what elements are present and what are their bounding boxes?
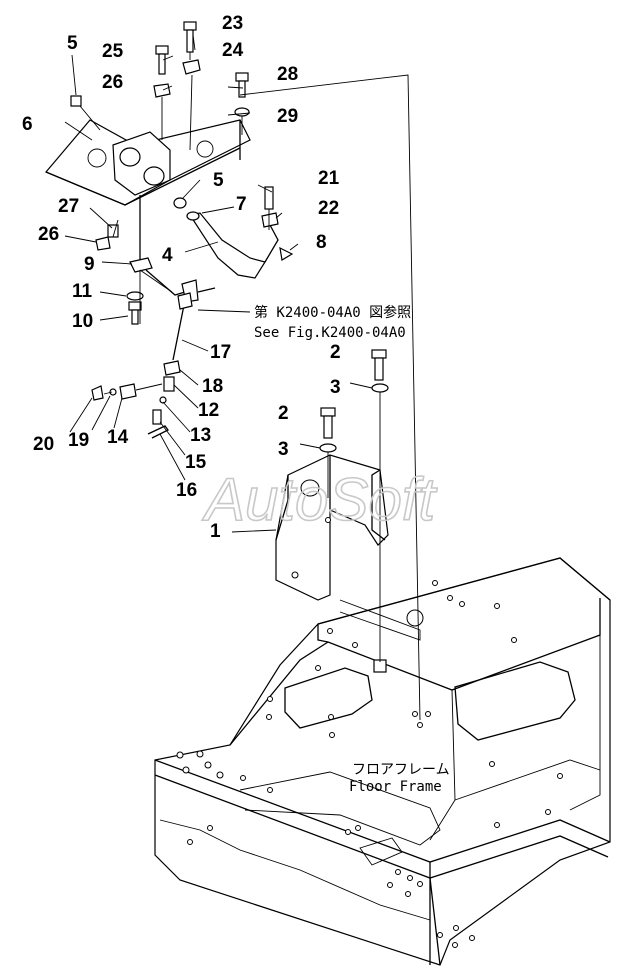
callout-11: 11 [72, 281, 93, 302]
callout-3a: 3 [330, 377, 341, 398]
callout-28: 28 [277, 64, 298, 85]
callout-9: 9 [84, 254, 95, 275]
callout-18: 18 [202, 376, 223, 397]
callout-23: 23 [222, 13, 243, 34]
callout-3b: 3 [278, 439, 289, 460]
callout-19: 19 [68, 430, 89, 451]
callout-24: 24 [222, 40, 244, 61]
callout-29: 29 [277, 106, 298, 127]
callout-7: 7 [236, 194, 247, 215]
callout-2b: 2 [278, 403, 289, 424]
callout-13: 13 [190, 425, 211, 446]
callout-5b: 5 [213, 170, 224, 191]
assembly-lines [79, 52, 421, 721]
frame-label-jp: フロアフレーム [352, 762, 450, 778]
callout-5a: 5 [67, 33, 78, 54]
callout-1: 1 [210, 521, 221, 542]
callout-25: 25 [102, 41, 124, 62]
callout-16: 16 [176, 480, 197, 501]
callout-15: 15 [185, 452, 207, 473]
cover-bracket [275, 454, 389, 601]
callout-4: 4 [162, 245, 173, 266]
reference-note-jp: 第 K2400-04A0 図参照 [254, 304, 411, 321]
callout-14: 14 [107, 427, 129, 448]
callout-27: 27 [58, 196, 79, 217]
callout-8: 8 [316, 232, 327, 253]
reference-note-en: See Fig.K2400-04A0 [254, 325, 406, 341]
callout-10: 10 [72, 311, 93, 332]
leader-lines [64, 34, 373, 533]
callout-26a: 26 [102, 72, 123, 93]
callout-22: 22 [318, 198, 339, 219]
callout-21: 21 [318, 168, 340, 189]
callout-numbers: 23 24 25 5 26 28 29 6 5 21 7 22 27 26 4 … [22, 13, 341, 542]
callout-12: 12 [198, 400, 219, 421]
callout-6: 6 [22, 114, 33, 135]
frame-label-en: Floor Frame [349, 779, 442, 795]
watermark-text: AutoSoft [202, 466, 437, 533]
callout-17: 17 [210, 342, 231, 363]
callout-26b: 26 [38, 224, 59, 245]
pedal-bracket-assembly [45, 119, 294, 303]
callout-20: 20 [33, 434, 54, 455]
floor-frame [154, 557, 611, 966]
callout-2a: 2 [330, 342, 341, 363]
